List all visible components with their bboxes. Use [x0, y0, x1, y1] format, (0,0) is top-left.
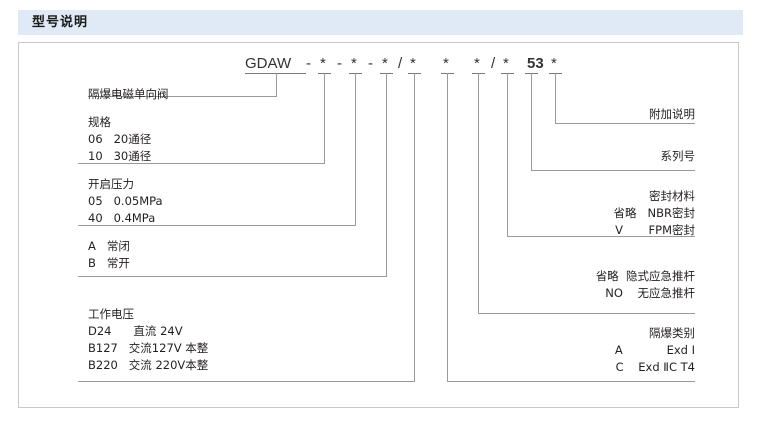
working-voltage-line-3: B127 交流127V 本整: [88, 341, 209, 355]
model-code-slot-7: *: [503, 55, 509, 72]
additional-note-line-1: 附加说明: [649, 107, 695, 121]
label-additional-note: 附加说明: [495, 106, 695, 123]
label-working-voltage: 工作电压 D24 直流 24V B127 交流127V 本整 B220 交流 2…: [88, 306, 208, 374]
seal-material-line-3: V FPM密封: [615, 223, 695, 237]
model-code-sep-2: -: [337, 55, 342, 72]
model-code-sep-3: -: [368, 55, 373, 72]
leader-h-1: [88, 96, 277, 97]
seal-material-line-2: 省略 NBR密封: [613, 206, 695, 220]
model-code-base-underline: [245, 73, 306, 74]
working-voltage-line-4: B220 交流 220V本整: [88, 358, 209, 372]
series-number-line-1: 系列号: [660, 149, 696, 163]
leader-v-1: [276, 73, 277, 96]
working-voltage-line-1: 工作电压: [88, 307, 134, 321]
label-product-name: 隔爆电磁单向阀: [88, 86, 169, 103]
label-valve-state: A 常闭 B 常开: [88, 238, 130, 272]
specification-line-1: 规格: [88, 115, 111, 129]
emergency-push-rod-line-2: NO 无应急推杆: [605, 286, 695, 300]
model-code-sep-4: /: [398, 55, 403, 72]
emergency-push-rod-line-1: 省略 隐式应急推杆: [595, 269, 695, 283]
leader-v-10: [555, 73, 556, 123]
label-cracking-pressure: 开启压力 05 0.05MPa 40 0.4MPa: [88, 176, 163, 227]
valve-state-line-2: B 常开: [88, 256, 130, 270]
leader-h-8: [507, 236, 695, 237]
model-code-row: GDAW - * - * - * / * * * / * 53 *: [0, 55, 757, 77]
label-emergency-push-rod: 省略 隐式应急推杆 NO 无应急推杆: [455, 268, 695, 302]
cracking-pressure-line-3: 40 0.4MPa: [88, 211, 156, 225]
leader-h-6: [447, 381, 695, 382]
label-series-number: 系列号: [495, 148, 696, 165]
model-code-slot-6: *: [474, 55, 480, 72]
label-specification: 规格 06 20通径 10 30通径: [88, 114, 151, 165]
leader-v-8: [507, 73, 508, 236]
model-code-slot-3: *: [382, 55, 388, 72]
model-code-slot-5: *: [443, 55, 449, 72]
model-code-slot-2: *: [351, 55, 357, 72]
model-code-sep-1: -: [306, 55, 311, 72]
leader-v-5: [414, 73, 415, 381]
model-code-series: 53: [527, 55, 544, 72]
page-title: 型号说明: [32, 15, 89, 30]
valve-state-line-1: A 常闭: [88, 239, 130, 253]
leader-v-9: [531, 73, 532, 170]
leader-h-5: [78, 381, 415, 382]
seal-material-line-1: 密封材料: [649, 189, 695, 203]
explosion-proof-class-line-1: 隔爆类别: [649, 326, 695, 340]
specification-line-2: 06 20通径: [88, 132, 152, 146]
label-explosion-proof-class: 隔爆类别 A Exd Ⅰ C Exd ⅡC T4: [455, 325, 695, 376]
leader-v-6: [447, 73, 448, 381]
leader-h-10: [555, 123, 695, 124]
explosion-proof-class-line-2: A Exd Ⅰ: [614, 343, 695, 357]
model-code-slot-1: *: [320, 55, 326, 72]
cracking-pressure-line-1: 开启压力: [88, 177, 134, 191]
leader-h-2: [78, 163, 325, 164]
leader-h-4: [78, 276, 387, 277]
leader-h-9: [531, 170, 695, 171]
leader-h-3: [78, 225, 356, 226]
model-code-sep-5: /: [491, 55, 496, 72]
label-seal-material: 密封材料 省略 NBR密封 V FPM密封: [455, 188, 695, 239]
model-code-slot-4: *: [410, 55, 416, 72]
cracking-pressure-line-2: 05 0.05MPa: [88, 194, 163, 208]
product-name-line-1: 隔爆电磁单向阀: [88, 87, 169, 101]
leader-h-7: [478, 313, 695, 314]
leader-v-2: [324, 73, 325, 163]
section-header-bar: [18, 10, 743, 35]
leader-v-4: [386, 73, 387, 276]
explosion-proof-class-line-3: C Exd ⅡC T4: [615, 360, 695, 374]
working-voltage-line-2: D24 直流 24V: [88, 324, 183, 338]
model-code-base: GDAW: [245, 55, 292, 72]
leader-v-7: [478, 73, 479, 313]
leader-v-3: [355, 73, 356, 225]
model-code-slot-8: *: [551, 55, 557, 72]
specification-line-3: 10 30通径: [88, 149, 152, 163]
